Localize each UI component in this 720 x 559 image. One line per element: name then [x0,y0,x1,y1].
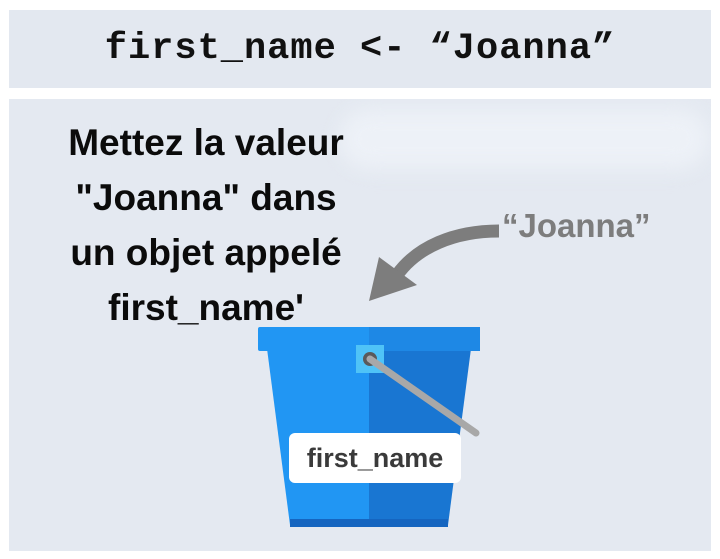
bucket-label: first_name [289,433,461,483]
curved-arrow-icon [369,224,500,301]
code-line: first_name <- “Joanna” [104,28,616,70]
value-label: “Joanna” [502,207,651,244]
explanation-text: Mettez la valeur "Joanna" dans un objet … [68,122,344,328]
bucket-icon [258,327,480,527]
panel-highlight [339,109,709,169]
code-bar: first_name <- “Joanna” [9,10,711,88]
illustration-panel: Mettez la valeur "Joanna" dans un objet … [9,99,711,551]
